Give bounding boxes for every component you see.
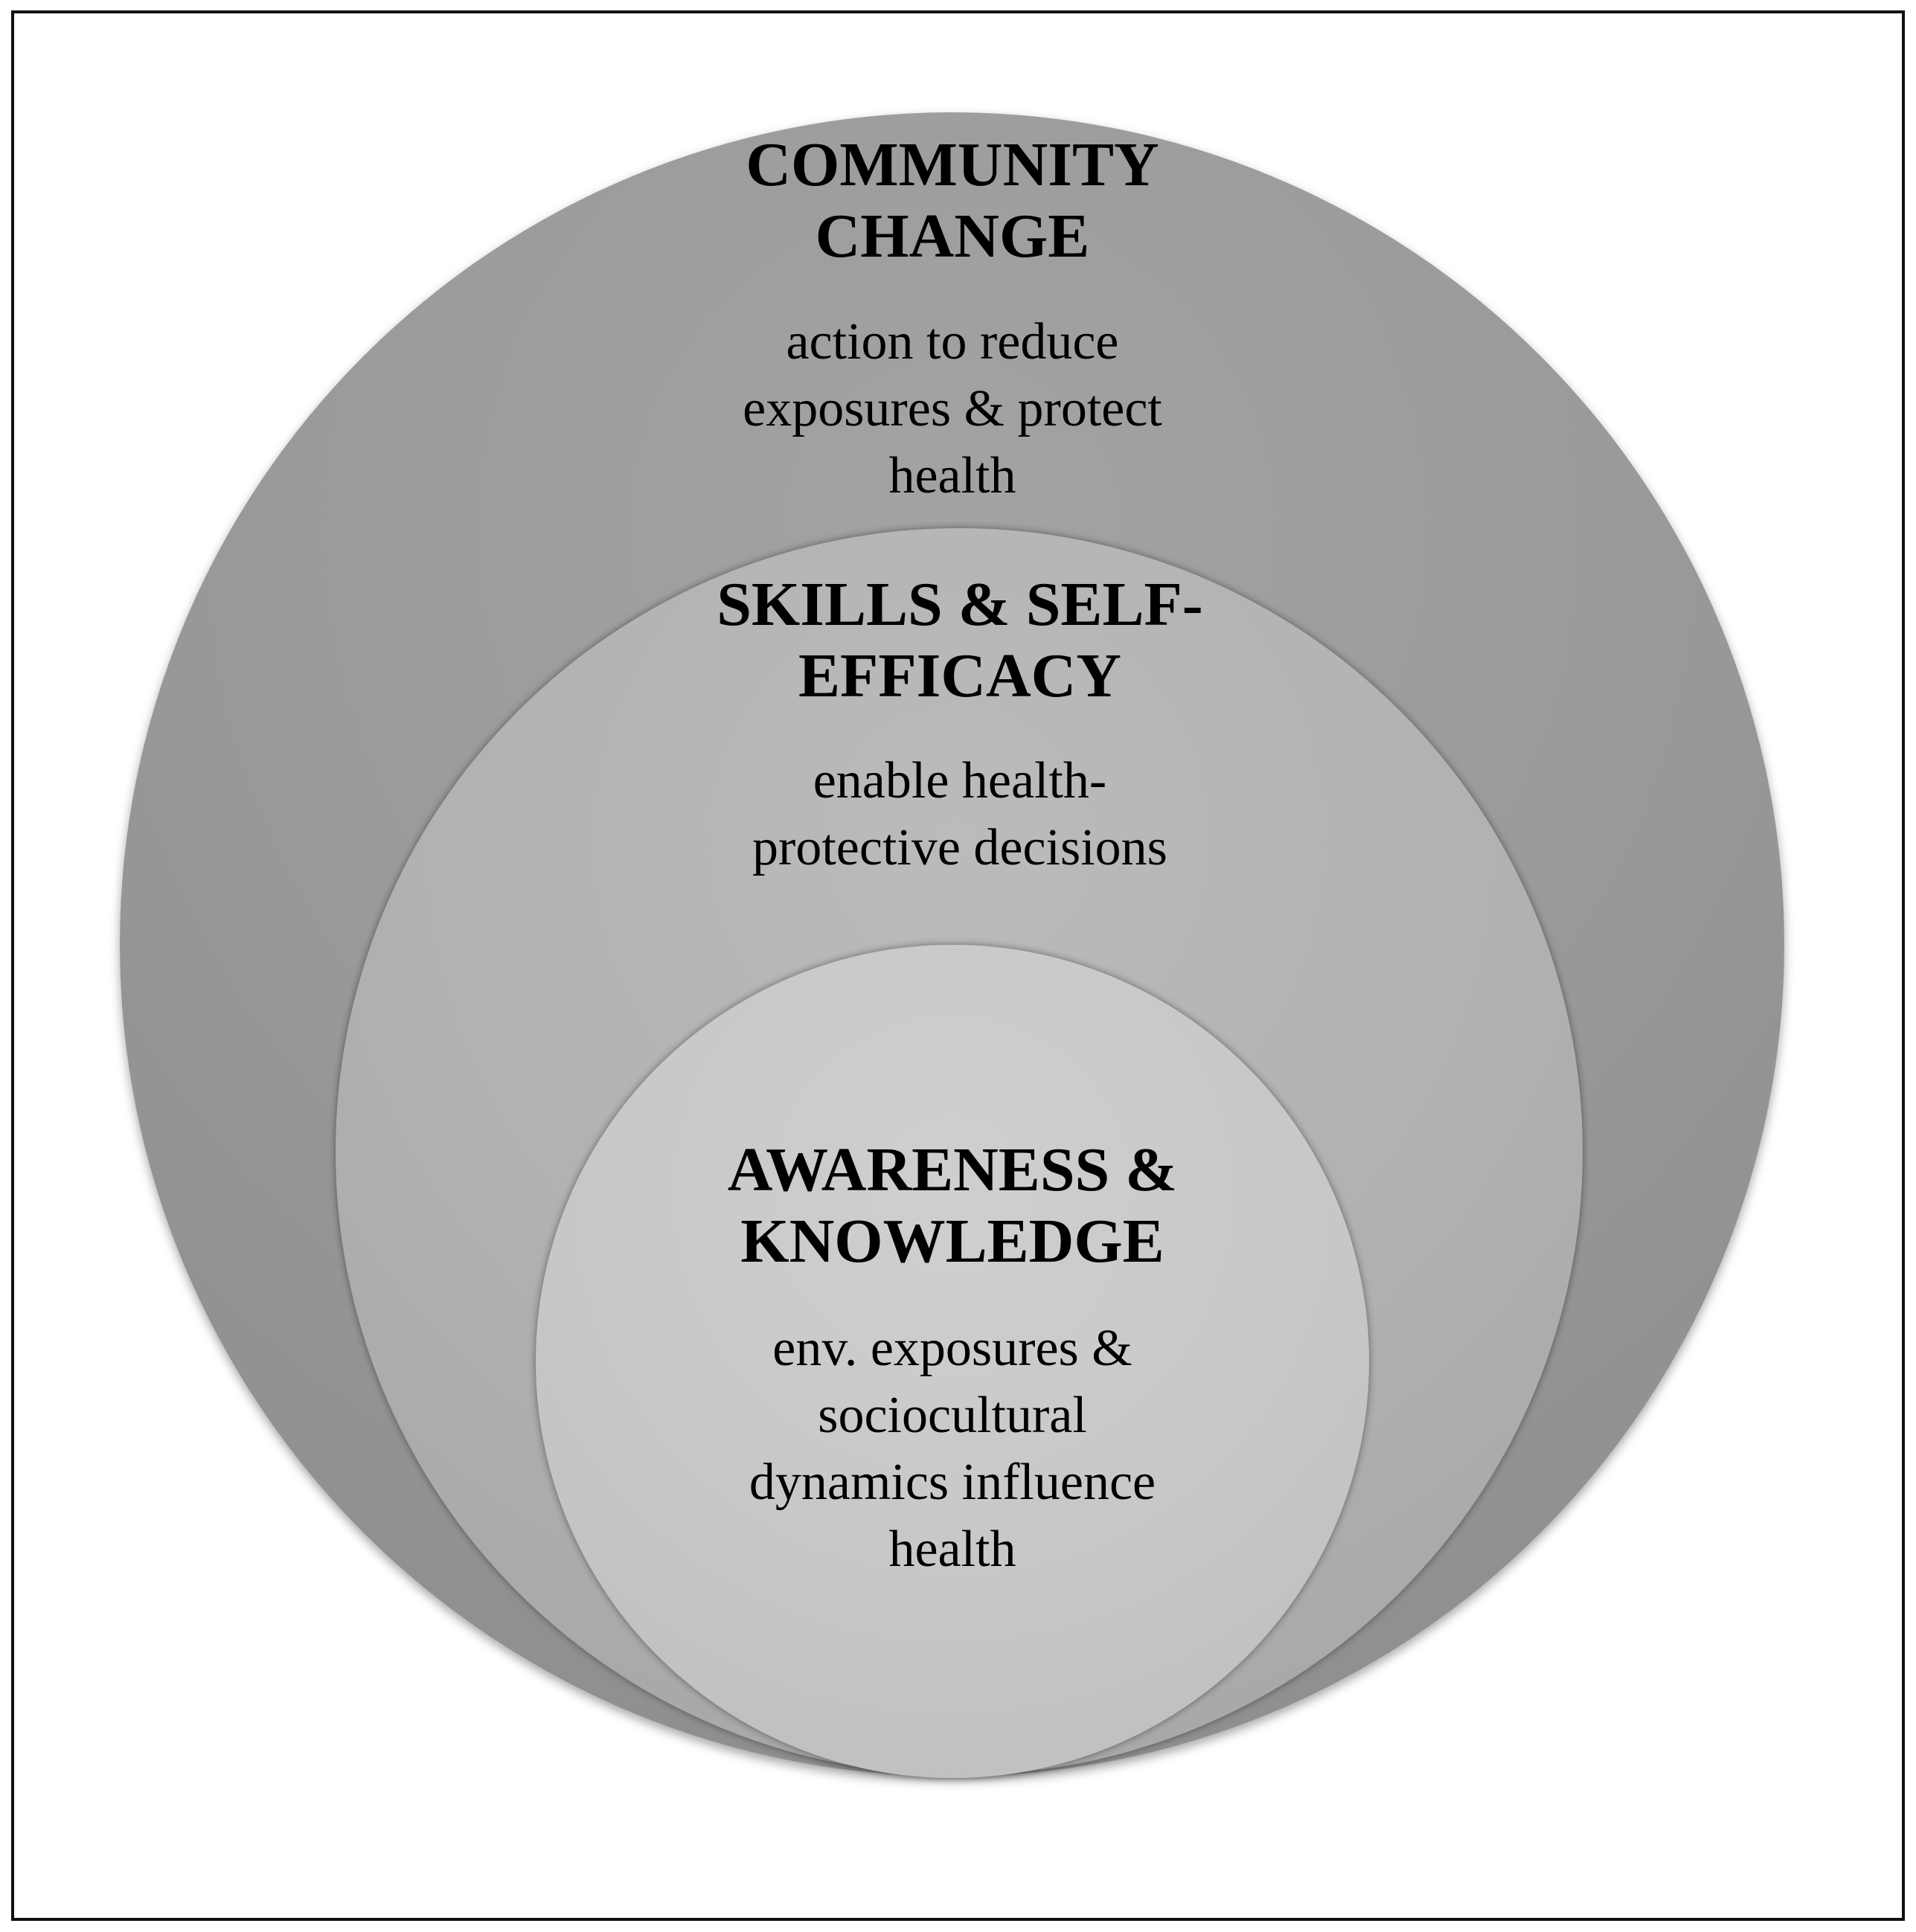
- awareness-desc-line-4: health: [888, 1521, 1016, 1578]
- community-change-desc-line-1: action to reduce: [786, 313, 1119, 370]
- community-change-description: action to reduce exposures & protect hea…: [580, 309, 1324, 510]
- awareness-knowledge-description: env. exposures & sociocultural dynamics …: [565, 1315, 1339, 1583]
- community-change-title-line-2: CHANGE: [815, 202, 1090, 271]
- awareness-knowledge-title: AWARENESS & KNOWLEDGE: [565, 1135, 1339, 1277]
- community-change-title-line-1: COMMUNITY: [746, 130, 1159, 199]
- skills-title-line-2: EFFICACY: [798, 641, 1121, 710]
- skills-self-efficacy-title: SKILLS & SELF- EFFICACY: [580, 569, 1339, 712]
- awareness-desc-line-2: sociocultural: [818, 1387, 1087, 1444]
- skills-title-line-1: SKILLS & SELF-: [717, 570, 1203, 639]
- skills-desc-line-2: protective decisions: [752, 819, 1167, 876]
- skills-self-efficacy-description: enable health- protective decisions: [580, 748, 1339, 882]
- awareness-desc-line-3: dynamics influence: [749, 1454, 1156, 1511]
- awareness-title-line-1: AWARENESS &: [727, 1135, 1178, 1204]
- community-change-desc-line-3: health: [888, 447, 1016, 504]
- community-change-title: COMMUNITY CHANGE: [580, 129, 1324, 272]
- inner-circle-awareness-knowledge: [536, 945, 1369, 1778]
- skills-desc-line-1: enable health-: [813, 752, 1107, 809]
- awareness-title-line-2: KNOWLEDGE: [740, 1207, 1164, 1276]
- awareness-desc-line-1: env. exposures &: [772, 1320, 1132, 1377]
- community-change-desc-line-2: exposures & protect: [743, 380, 1162, 437]
